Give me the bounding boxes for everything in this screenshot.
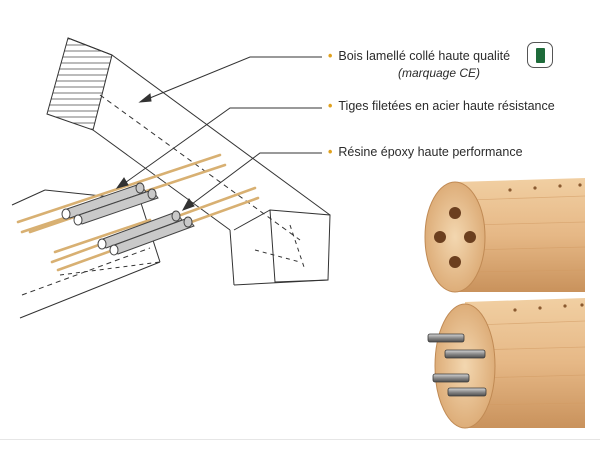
lower-beam bbox=[11, 189, 161, 319]
bottom-divider bbox=[0, 439, 600, 440]
label-glulam: •Bois lamellé collé haute qualité bbox=[328, 49, 511, 63]
ce-marking-icon bbox=[527, 42, 553, 68]
upper-beam bbox=[46, 37, 331, 286]
bullet: • bbox=[328, 49, 333, 63]
threaded-rods bbox=[16, 153, 260, 272]
label-ce-marking: (marquage CE) bbox=[398, 66, 481, 80]
label-epoxy-resin: •Résine époxy haute performance bbox=[328, 145, 523, 159]
steel-bolts bbox=[427, 333, 487, 397]
bullet: • bbox=[328, 99, 333, 113]
cylinder-holes-photo bbox=[424, 178, 586, 293]
bullet: • bbox=[328, 145, 333, 159]
epoxy-sleeves bbox=[61, 182, 195, 256]
leader-lines bbox=[115, 56, 322, 211]
label-threaded-rods: •Tiges filetées en acier haute résistanc… bbox=[328, 99, 555, 113]
cylinder-bolts-photo bbox=[427, 298, 586, 429]
